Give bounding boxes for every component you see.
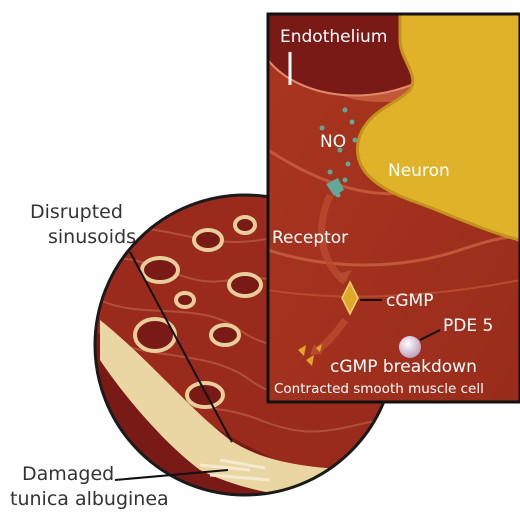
pde5-enzyme (399, 336, 421, 358)
contracted-cell-label: Contracted smooth muscle cell (274, 381, 484, 397)
disrupted-label-line1: Disrupted (30, 201, 123, 223)
cgmp-breakdown-label: cGMP breakdown (330, 357, 477, 377)
cgmp-label: cGMP (386, 291, 433, 311)
receptor-label: Receptor (272, 228, 348, 248)
pde5-label: PDE 5 (443, 316, 493, 336)
damaged-label-line1: Damaged (22, 463, 114, 485)
endothelium-label: Endothelium (280, 27, 387, 47)
damaged-label-line2: tunica albuginea (10, 488, 169, 510)
neuron-label: Neuron (388, 161, 450, 181)
detail-panel (268, 14, 520, 402)
no-label: NO (320, 132, 346, 152)
disrupted-label-line2: sinusoids (48, 226, 136, 248)
